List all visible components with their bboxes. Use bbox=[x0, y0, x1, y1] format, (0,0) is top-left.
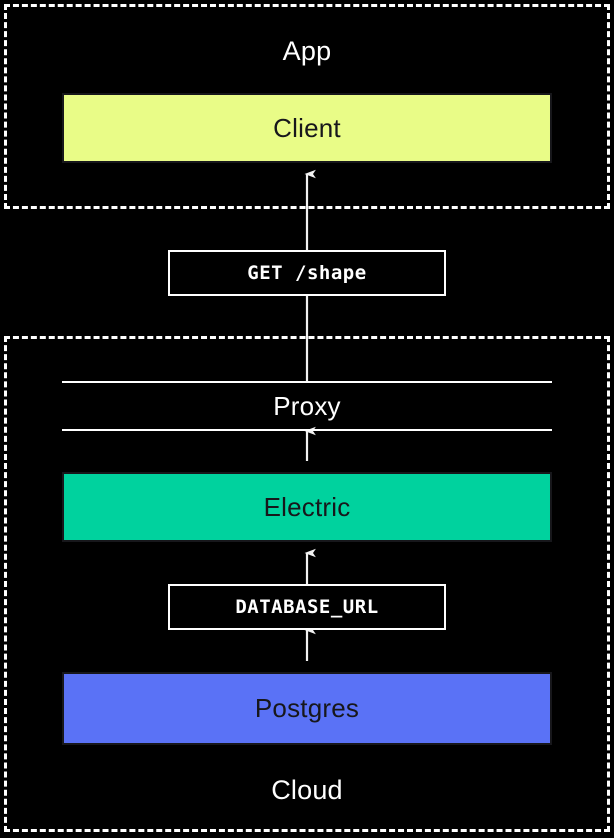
node-proxy[interactable]: Proxy bbox=[62, 381, 552, 431]
edge-label-get-shape: GET /shape bbox=[168, 250, 446, 296]
node-postgres[interactable]: Postgres bbox=[62, 672, 552, 745]
node-electric[interactable]: Electric bbox=[62, 472, 552, 542]
edge-label-database-url: DATABASE_URL bbox=[168, 584, 446, 630]
group-app-label: App bbox=[282, 36, 332, 66]
group-cloud-label: Cloud bbox=[271, 775, 343, 805]
node-client[interactable]: Client bbox=[62, 93, 552, 163]
